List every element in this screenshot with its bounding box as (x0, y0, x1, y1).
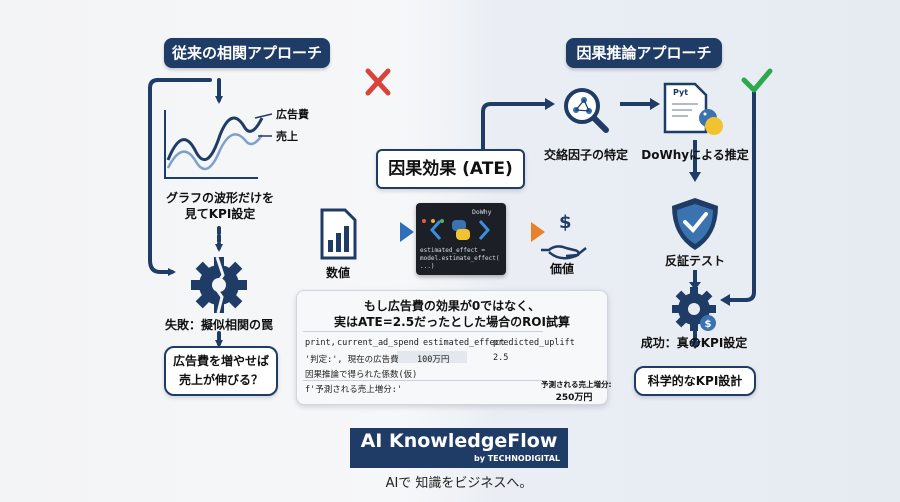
chart-caption: グラフの波形だけを 見てKPI設定 (165, 191, 274, 221)
panel-title-line-2: 実はATE=2.5だったとした場合のROI試算 (334, 315, 570, 329)
svg-text:$: $ (705, 319, 712, 330)
output-label: 価値 (549, 262, 574, 276)
legend-sales: 売上 (276, 130, 298, 143)
brand-tagline: AIで 知識をビジネスへ。 (385, 476, 533, 491)
check-icon (741, 68, 773, 93)
success-label: 成功：真のKPI設定 (640, 336, 748, 350)
code-row1-spend: 100万円 (417, 355, 450, 365)
legend-ad-spend: 広告費 (276, 108, 309, 121)
brand-subtitle: by TECHNODIGITAL (474, 454, 560, 463)
step-refutation: 反証テスト (664, 254, 725, 268)
ate-box: 因果効果 (ATE) (376, 149, 525, 189)
broken-gear-icon (191, 256, 247, 314)
code-header-1: current_ad_spend (337, 338, 419, 348)
right-flow-arrows (620, 92, 756, 342)
code-row3: f'予測される売上増分:' (305, 385, 402, 395)
question-bubble: 広告費を増やせば 売上が伸びる？ (164, 346, 278, 396)
svg-text:$: $ (559, 212, 572, 233)
hand-money-icon: $ (541, 212, 587, 260)
code-editor-window: DoWhy estimated_effect = model.estimate_… (416, 203, 506, 275)
right-title: 因果推論アプローチ (566, 38, 722, 68)
correlation-chart (164, 110, 273, 179)
step-confounder: 交絡因子の特定 (543, 148, 628, 162)
editor-tab: DoWhy (472, 208, 492, 216)
code-row1-label: '判定:', 現在の広告費 (305, 355, 399, 365)
result-bubble: 科学的なKPI設計 (634, 366, 756, 396)
magnifier-network-icon (564, 88, 609, 133)
cross-icon (365, 68, 391, 96)
result-value: 250万円 (555, 393, 593, 403)
center-flow-arrows (368, 98, 555, 242)
code-row1-effect: 2.5 (493, 353, 509, 363)
brand-title: AI KnowledgeFlow (360, 430, 558, 452)
editor-code-line-3: ...) (420, 263, 435, 270)
roi-panel: もし広告費の効果が0ではなく、 実はATE=2.5だったとした場合のROI試算 … (296, 290, 612, 405)
python-document-icon (663, 82, 723, 135)
row-highlight (397, 351, 467, 363)
code-row2: 因果推論で得られた係数(仮) (305, 370, 418, 380)
step-dowhy: DoWhyによる推定 (641, 148, 749, 162)
result-label: 予測される売上増分: (541, 380, 612, 389)
left-title: 従来の相関アプローチ (164, 38, 330, 68)
shield-check-icon (672, 198, 718, 250)
doc-label: Pyt (673, 88, 689, 97)
code-header-3: predicted_uplift (493, 338, 575, 348)
left-flow-arrows (148, 78, 223, 348)
python-logo-icon (430, 220, 490, 240)
code-header-2: estimated_effect (423, 338, 505, 348)
right-arrowheads (650, 98, 730, 349)
input-label: 数値 (325, 266, 350, 280)
editor-code-line-1: estimated_effect = (420, 247, 486, 254)
window-dots (422, 208, 445, 227)
failure-label: 失敗：擬似相関の罠 (164, 318, 273, 332)
brand-box: AI KnowledgeFlow by TECHNODIGITAL (350, 428, 568, 468)
success-gear-icon: $ (672, 287, 716, 331)
editor-code-line-2: model.estimate_effect( (420, 255, 500, 262)
code-header-0: print, (305, 338, 336, 348)
document-chart-icon (320, 208, 357, 260)
panel-title-line-1: もし広告費の効果が0ではなく、 (363, 299, 541, 313)
